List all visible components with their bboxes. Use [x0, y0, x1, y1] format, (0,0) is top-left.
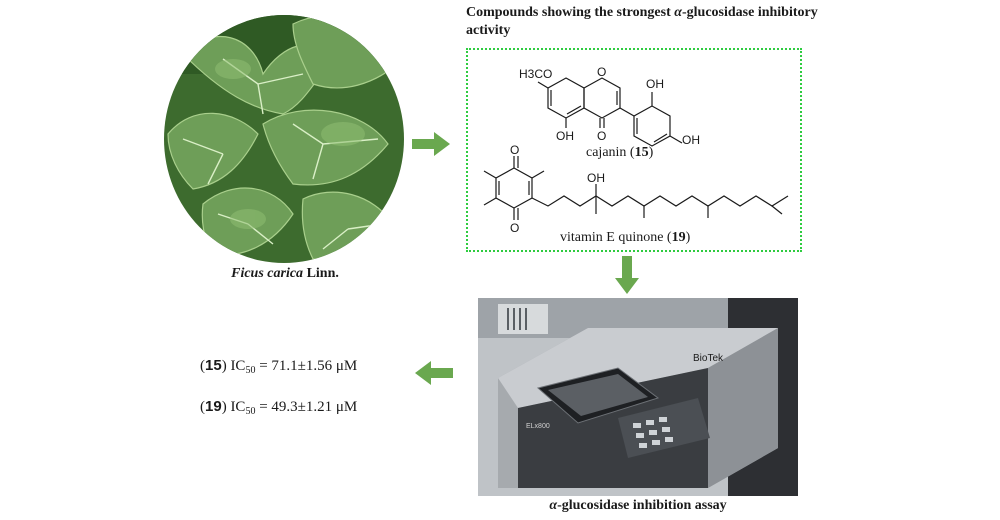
chemical-structures: H3CO O OH OH O OH cajanin (15) O O O — [466, 48, 802, 257]
title-part1: Compounds showing the strongest — [466, 5, 675, 20]
ficus-carica-photo — [163, 14, 405, 264]
label-o-bottom: O — [510, 221, 519, 235]
vitamin-e-quinone-name: vitamin E quinone (19) — [560, 230, 691, 245]
vitamin-e-quinone-structure — [483, 156, 789, 220]
ic-value: = 71.1±1.56 μM — [255, 358, 358, 374]
ic-label: IC — [230, 358, 246, 374]
label-o-carbonyl: O — [597, 129, 606, 143]
compounds-title: Compounds showing the strongest α-glucos… — [466, 4, 826, 40]
ic-subscript: 50 — [245, 406, 256, 417]
cajanin-name: cajanin (15) — [586, 145, 654, 160]
plant-caption: Ficus carica Linn. — [160, 266, 410, 282]
assay-caption: α-glucosidase inhibition assay — [478, 498, 798, 514]
arrow-right-icon — [412, 132, 452, 156]
label-oh-ve: OH — [587, 171, 605, 185]
arrow-left-icon — [415, 361, 453, 385]
assay-alpha: α — [549, 498, 558, 513]
title-part2: -glucosidase inhibitory activity — [466, 5, 818, 38]
label-h3co: H3CO — [519, 67, 552, 81]
result-line: (15) IC50 = 71.1±1.56 μM — [200, 357, 358, 376]
label-o-top: O — [510, 143, 519, 157]
label-oh-top: OH — [646, 77, 664, 91]
cajanin-structure — [537, 77, 683, 147]
plant-name-italic: Ficus carica — [231, 266, 304, 281]
model-text: ELx800 — [526, 423, 550, 430]
microplate-reader-photo: BioTek ELx800 — [478, 298, 798, 496]
ic-value: = 49.3±1.21 μM — [255, 399, 358, 415]
result-compound-number: 15 — [205, 357, 222, 374]
plant-name-suffix: Linn. — [303, 266, 339, 281]
label-oh-right: OH — [682, 133, 700, 147]
ic-subscript: 50 — [245, 365, 256, 376]
ic-label: IC — [230, 399, 246, 415]
result-compound-number: 19 — [205, 398, 222, 415]
compounds-dotted-box — [466, 48, 802, 252]
result-line: (19) IC50 = 49.3±1.21 μM — [200, 398, 358, 417]
assay-label: -glucosidase inhibition assay — [557, 498, 727, 513]
brand-text: BioTek — [693, 353, 724, 364]
arrow-down-icon — [615, 256, 639, 294]
label-oh-bottom-left: OH — [556, 129, 574, 143]
title-alpha: α — [674, 5, 682, 20]
label-o-ring: O — [597, 65, 606, 79]
